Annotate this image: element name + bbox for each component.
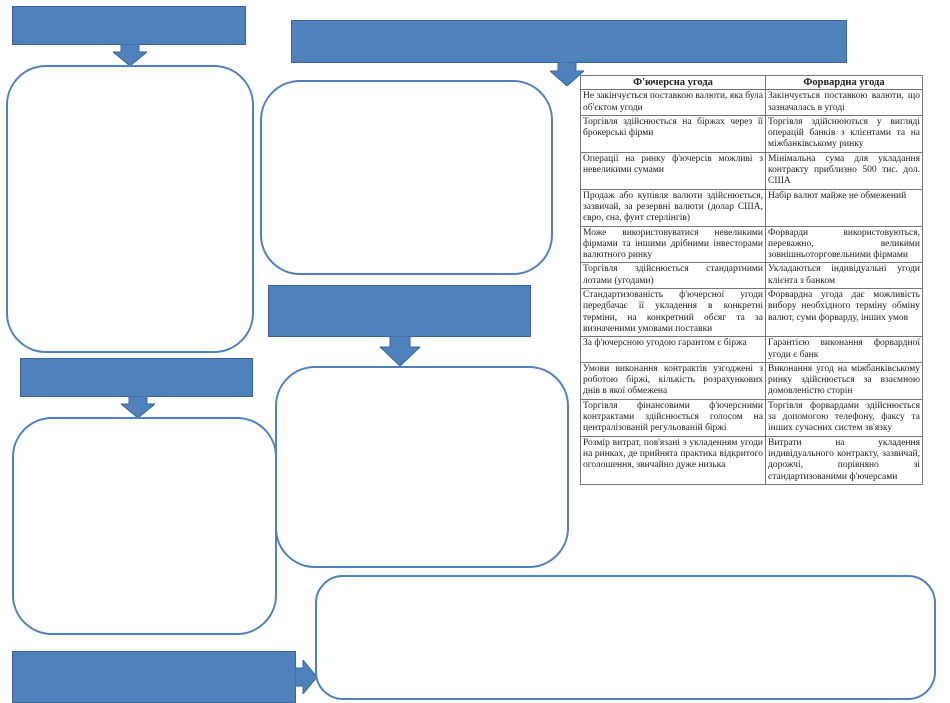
arrow-down-icon (113, 44, 147, 66)
table-row: Розмір витрат, пов'язані з укладенням уг… (580, 435, 923, 485)
table-header-row: Ф'ючерсна угода Форвардна угода (580, 74, 923, 91)
table-cell-forward: Форварди використовуються, переважно, ве… (765, 225, 923, 264)
table-cell-futures: Стандартизованість ф'ючерсної угоди пере… (580, 288, 766, 338)
column-header-forward: Форвардна угода (765, 74, 923, 91)
table-row: Операції на ринку ф'ючерсів можливі з не… (580, 151, 923, 190)
table-row: Умови виконання контрактів узгоджені з р… (580, 361, 923, 400)
table-row: Стандартизованість ф'ючерсної угоди пере… (580, 288, 923, 338)
table-cell-forward: Торгівля форвардами здійснюється за допо… (765, 398, 923, 437)
table-cell-futures: Може використовуватися невеликими фірмам… (580, 225, 766, 264)
table-cell-forward: Торгівля здійснюються у вигляді операцій… (765, 114, 923, 153)
table-cell-futures: Не закінчується поставкою валюти, яка бу… (580, 89, 766, 116)
table-cell-forward: Витрати на укладення індивідуального кон… (765, 435, 923, 485)
table-cell-futures: Умови виконання контрактів узгоджені з р… (580, 361, 766, 400)
header-bar-top-left (12, 6, 246, 45)
column-header-futures: Ф'ючерсна угода (580, 74, 766, 91)
table-cell-futures: Продаж або купівля валюти здійснюється, … (580, 188, 766, 227)
table-cell-forward: Укладаються індивідуальні угоди клієнта … (765, 262, 923, 290)
arrow-down-icon (121, 396, 155, 418)
content-box-left-bottom (12, 417, 277, 635)
table-row: Може використовуватися невеликими фірмам… (580, 225, 923, 264)
table-cell-forward: Закінчується поставкою валюти, що зазнач… (765, 89, 923, 116)
content-box-bottom-wide (315, 575, 936, 700)
table-cell-futures: Торгівля фінансовими ф'ючерсними контрак… (580, 398, 766, 437)
table-cell-futures: Торгівля здійснюється стандартними лотам… (580, 262, 766, 290)
table-cell-forward: Набір валют майже не обмежений (765, 188, 923, 227)
table-cell-forward: Мінімальна сума для укладання контракту … (765, 151, 923, 190)
content-box-left-top (6, 65, 254, 353)
table-row: Торгівля фінансовими ф'ючерсними контрак… (580, 398, 923, 437)
arrow-right-icon (295, 660, 317, 694)
table-cell-forward: Виконання угод на міжбанківському ринку … (765, 361, 923, 400)
header-bar-mid-left (20, 358, 253, 397)
table-cell-futures: Розмір витрат, пов'язані з укладенням уг… (580, 435, 766, 485)
header-bar-bottom-left (12, 651, 296, 703)
arrow-down-icon (550, 62, 584, 86)
table-cell-forward: Гарантією виконання форвардної угоди є б… (765, 336, 923, 363)
header-bar-top-center (291, 20, 847, 63)
table-row: За ф'ючерсною угодою гарантом є біржа Га… (580, 336, 923, 363)
table-cell-forward: Форвардна угода дає можливість вибору не… (765, 288, 923, 338)
table-cell-futures: За ф'ючерсною угодою гарантом є біржа (580, 336, 766, 363)
table-cell-futures: Операції на ринку ф'ючерсів можливі з не… (580, 151, 766, 190)
table-row: Продаж або купівля валюти здійснюється, … (580, 188, 923, 227)
content-box-center-top (260, 80, 553, 275)
table-row: Торгівля здійснюється на біржах через її… (580, 114, 923, 153)
comparison-table: Ф'ючерсна угода Форвардна угода Не закін… (580, 74, 923, 485)
table-row: Не закінчується поставкою валюти, яка бу… (580, 89, 923, 116)
content-box-center-bottom (275, 366, 569, 568)
table-cell-futures: Торгівля здійснюється на біржах через її… (580, 114, 766, 153)
header-bar-mid-center (268, 285, 531, 337)
table-row: Торгівля здійснюється стандартними лотам… (580, 262, 923, 290)
arrow-down-icon (380, 336, 420, 366)
